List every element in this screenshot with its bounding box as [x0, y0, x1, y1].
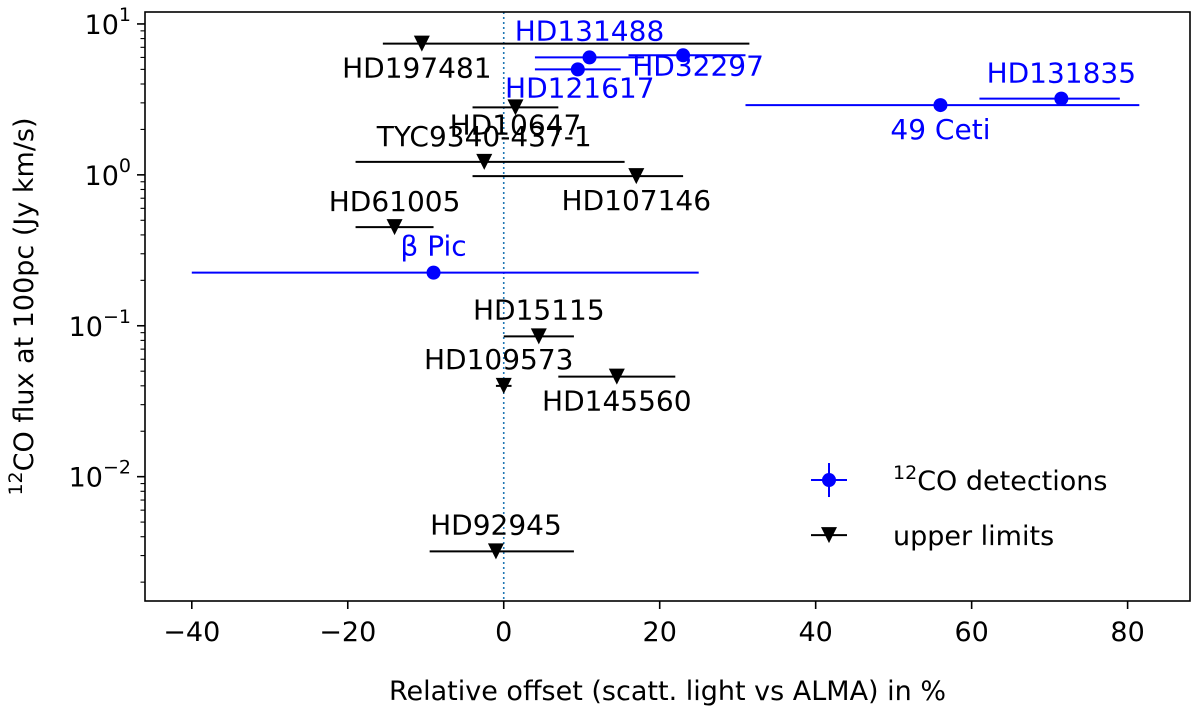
- x-tick-label: 40: [798, 617, 832, 648]
- x-tick-label: −20: [319, 617, 376, 648]
- axes: −40 −20 0 20 40 60 80 101 100 10−1 10−2: [69, 4, 1145, 648]
- x-axis-label: Relative offset (scatt. light vs ALMA) i…: [389, 676, 946, 707]
- legend: 12CO detections upper limits: [811, 462, 1107, 552]
- label-hd145560: HD145560: [542, 385, 692, 418]
- marker-hd121617: [570, 62, 585, 77]
- y-axis-label: 12CO flux at 100pc (Jy km/s): [5, 117, 40, 495]
- label-pic: β Pic: [400, 230, 466, 263]
- reference-and-errorbars: [191, 12, 1140, 601]
- legend-label-1: upper limits: [893, 521, 1054, 552]
- marker-49-ceti: [933, 98, 948, 113]
- marker-hd92945: [487, 543, 504, 560]
- plot-frame: [144, 11, 1191, 602]
- label-hd109573: HD109573: [424, 343, 574, 376]
- legend-marker-circle: [822, 473, 836, 488]
- y-tick-label: 100: [85, 155, 131, 192]
- x-tick-label: 20: [643, 617, 677, 648]
- marker-hd131835: [1054, 91, 1069, 106]
- legend-marker-triangle: [821, 527, 837, 544]
- x-tick-label: −40: [163, 617, 220, 648]
- marker-hd32297: [676, 48, 691, 63]
- label-tyc9340-437-1: TYC9340-437-1: [376, 120, 592, 153]
- marker-hd10647: [507, 99, 524, 116]
- marker-hd61005: [386, 219, 403, 236]
- marker-pic: [426, 265, 441, 280]
- marker-hd197481: [413, 35, 430, 52]
- label-hd32297: HD32297: [632, 49, 764, 82]
- marker-hd131488: [582, 50, 597, 65]
- label-hd15115: HD15115: [473, 293, 605, 326]
- label-hd61005: HD61005: [329, 185, 461, 218]
- label-hd197481: HD197481: [342, 52, 492, 85]
- marker-hd145560: [608, 368, 625, 385]
- marker-hd15115: [530, 328, 547, 345]
- marker-tyc9340-437-1: [476, 153, 493, 170]
- marker-hd107146: [628, 168, 645, 185]
- marker-hd109573: [495, 377, 512, 394]
- label-hd92945: HD92945: [430, 508, 562, 541]
- y-tick-label: 101: [85, 4, 131, 41]
- x-tick-label: 80: [1110, 617, 1144, 648]
- x-tick-label: 60: [954, 617, 988, 648]
- y-tick-label: 10−1: [69, 306, 131, 343]
- label-hd131488: HD131488: [515, 14, 665, 47]
- data-markers: [386, 35, 1069, 560]
- label-hd121617: HD121617: [505, 71, 655, 104]
- label-hd107146: HD107146: [562, 184, 712, 217]
- label-49-ceti: 49 Ceti: [890, 113, 990, 146]
- x-tick-label: 0: [495, 617, 512, 648]
- legend-label-0: 12CO detections: [893, 462, 1107, 497]
- label-hd131835: HD131835: [987, 57, 1137, 90]
- label-hd10647: HD10647: [450, 108, 582, 141]
- y-tick-label: 10−2: [69, 457, 131, 494]
